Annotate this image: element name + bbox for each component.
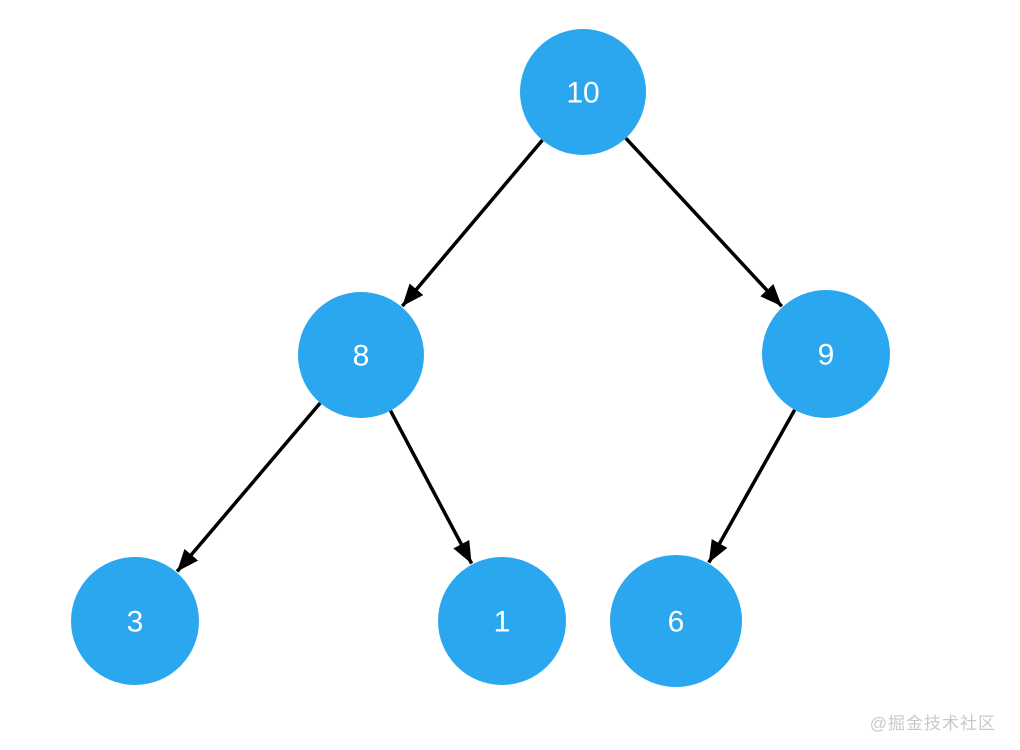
edge-8-to-3	[175, 401, 322, 573]
edge-8-to-1	[388, 409, 474, 565]
node-circle-3	[71, 557, 199, 685]
edge-10-to-8	[400, 138, 544, 308]
tree-node-8: 8	[298, 292, 424, 418]
node-circle-9	[762, 290, 890, 418]
node-label-3: 3	[127, 606, 144, 639]
edge-9-to-6	[707, 408, 797, 564]
tree-node-6: 6	[610, 555, 742, 687]
edges-layer	[175, 137, 797, 573]
node-label-6: 6	[668, 606, 685, 639]
edge-10-to-9	[624, 137, 784, 308]
node-circle-1	[438, 557, 566, 685]
node-label-8: 8	[353, 340, 370, 373]
node-circle-10	[520, 29, 646, 155]
tree-node-10: 10	[520, 29, 646, 155]
node-label-9: 9	[818, 339, 835, 372]
tree-node-1: 1	[438, 557, 566, 685]
node-circle-8	[298, 292, 424, 418]
node-label-10: 10	[566, 77, 599, 110]
node-circle-6	[610, 555, 742, 687]
node-label-1: 1	[494, 606, 511, 639]
tree-node-9: 9	[762, 290, 890, 418]
nodes-layer: 10 8 9 3 1 6	[71, 29, 890, 687]
tree-node-3: 3	[71, 557, 199, 685]
watermark: @掘金技术社区	[869, 714, 996, 733]
